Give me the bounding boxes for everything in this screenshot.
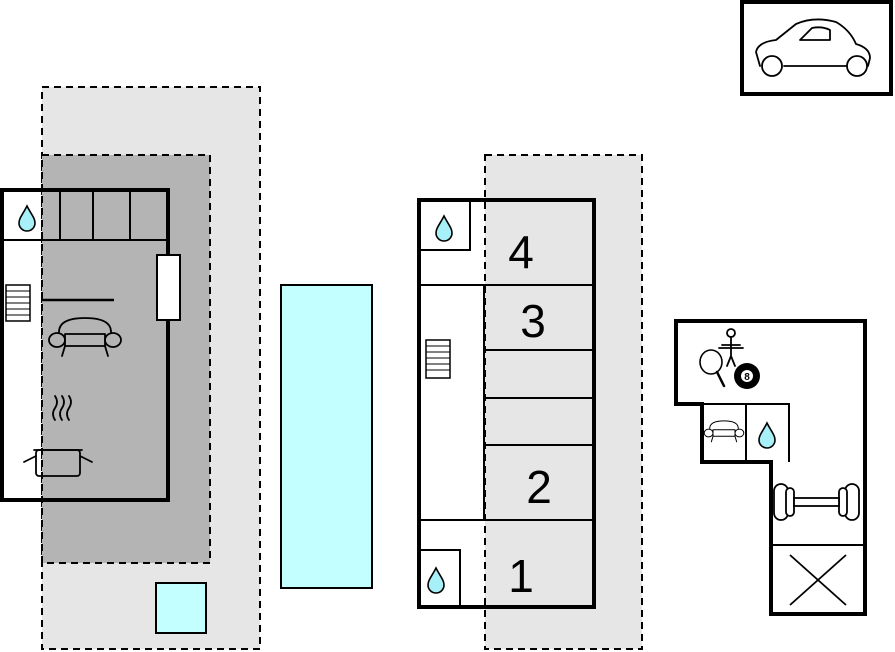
left-building	[0, 188, 181, 502]
water-drop-icon	[427, 567, 445, 594]
room-label-1: 1	[508, 550, 534, 602]
cooking-pot-icon	[23, 395, 93, 477]
car-icon	[755, 18, 871, 77]
stairs-icon	[5, 284, 31, 322]
billiard-ball-icon: 8	[734, 363, 760, 389]
swimming-pool	[280, 284, 373, 589]
table-football-icon	[718, 328, 744, 367]
water-drop-icon	[758, 422, 776, 449]
water-drop-icon	[435, 215, 453, 242]
void-cross	[789, 554, 847, 606]
small-pool	[155, 582, 207, 634]
dumbbell-icon	[773, 483, 860, 521]
stairs-icon	[425, 339, 451, 379]
bathroom-bottom-wall	[419, 549, 461, 607]
middle-building: 4 3 2 1	[417, 198, 596, 609]
sofa-icon	[703, 420, 745, 443]
room-label-3: 3	[520, 295, 546, 347]
window-cabinet	[156, 254, 181, 321]
terrace-covered	[41, 154, 211, 564]
table-tennis-icon	[699, 349, 726, 388]
billiard-ball-number: 8	[744, 372, 750, 383]
bathroom-top-wall	[419, 200, 471, 251]
right-building: 8	[674, 319, 867, 616]
water-drop-icon	[18, 205, 36, 232]
room-label-4: 4	[508, 226, 534, 278]
terrace-middle	[484, 154, 643, 650]
room-label-2: 2	[526, 461, 552, 513]
parking-box	[740, 0, 893, 96]
